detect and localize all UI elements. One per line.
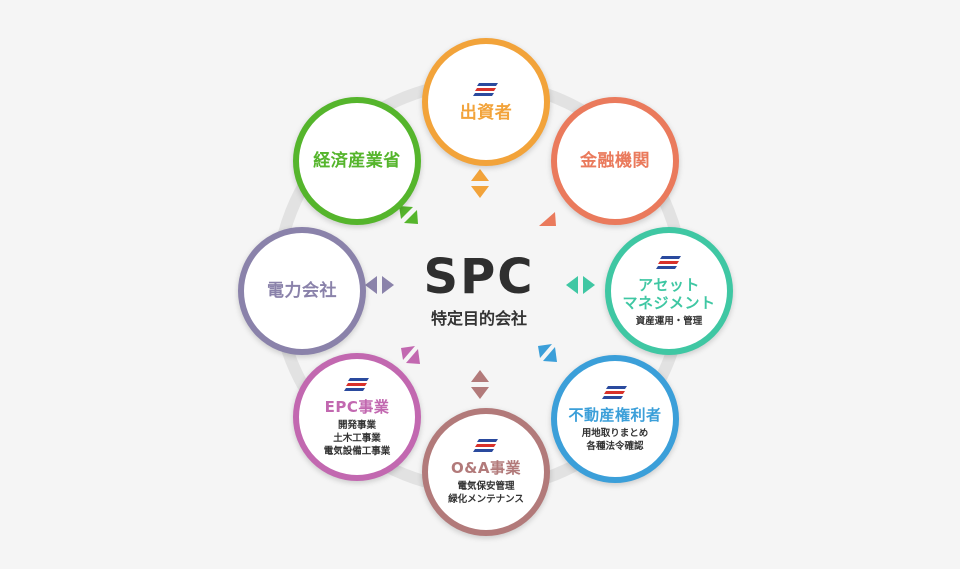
node-investor: 出資者 [422, 38, 550, 166]
spc-center: SPC 特定目的会社 [424, 251, 535, 329]
node-description-line: 各種法令確認 [586, 441, 644, 452]
company-logo-icon [473, 82, 498, 96]
connector-asset [566, 276, 595, 294]
connector-epc [401, 346, 420, 364]
connector-realestate [538, 344, 557, 362]
node-description-line: 緑化メンテナンス [448, 494, 524, 505]
node-title: 不動産権利者 [568, 406, 662, 424]
node-description-line: 開発事業 [337, 419, 376, 431]
node-power-company: 電力会社 [238, 227, 366, 355]
node-description: 用地取りまとめ 各種法令確認 [582, 427, 649, 453]
node-description: 開発事業 土木工事業 電気設備工事業 [324, 419, 391, 458]
center-title: SPC [423, 249, 535, 305]
node-asset-management: アセット マネジメント 資産運用・管理 [605, 227, 733, 355]
node-meti: 経済産業省 [293, 97, 421, 225]
company-logo-icon [473, 439, 498, 452]
center-subtitle: 特定目的会社 [430, 309, 528, 328]
connector-power [365, 276, 394, 294]
node-description-line: 電気保安管理 [457, 481, 515, 492]
connector-om [471, 370, 489, 399]
connector-financial [539, 212, 556, 226]
company-logo-icon [602, 386, 627, 399]
node-om: O&A事業 電気保安管理 緑化メンテナンス [422, 408, 550, 536]
node-description-line: 電気設備工事業 [323, 445, 391, 457]
node-real-estate: 不動産権利者 用地取りまとめ 各種法令確認 [551, 355, 679, 483]
node-description-line: 用地取りまとめ [581, 428, 649, 439]
connector-meti [399, 206, 418, 224]
node-title: 電力会社 [267, 281, 337, 301]
node-title-line: マネジメント [622, 293, 716, 312]
node-description-line: 土木工事業 [333, 432, 381, 444]
company-logo-icon [344, 377, 369, 391]
node-title: O&A事業 [451, 459, 521, 477]
node-title: 金融機関 [580, 151, 650, 171]
node-financial: 金融機関 [551, 97, 679, 225]
node-epc: EPC事業 開発事業 土木工事業 電気設備工事業 [293, 353, 421, 481]
node-title-line: アセット [638, 275, 700, 294]
company-logo-icon [656, 255, 681, 269]
node-description: 資産運用・管理 [635, 315, 703, 327]
node-title: 経済産業省 [313, 151, 401, 171]
node-description: 電気保安管理 緑化メンテナンス [448, 480, 524, 506]
node-title: 出資者 [459, 102, 513, 123]
connector-investor [471, 169, 489, 198]
node-title: EPC事業 [324, 397, 390, 416]
